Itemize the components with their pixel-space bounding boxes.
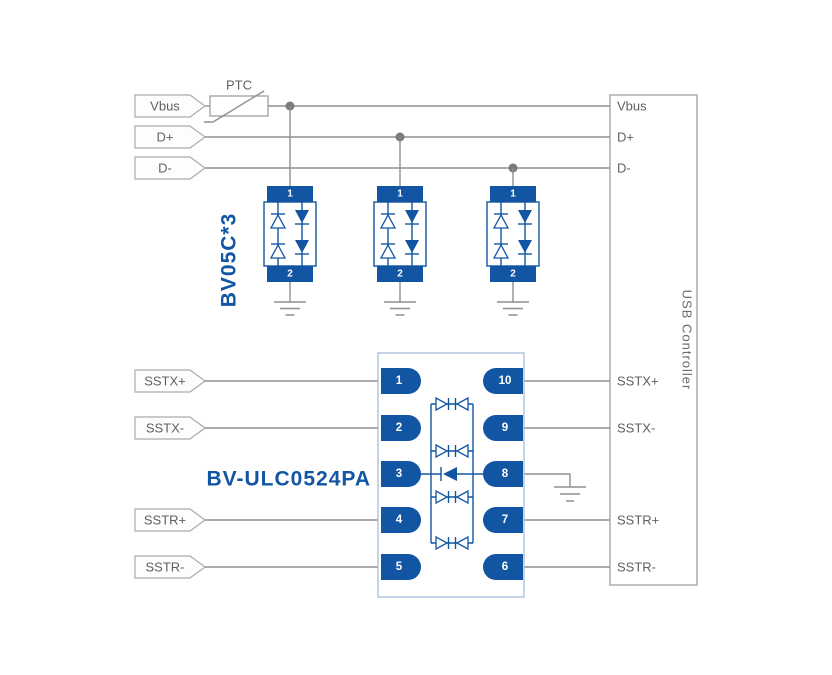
tvs-device-1: 1 2 — [263, 106, 317, 316]
usb-controller: Vbus D+ D- SSTX+ SSTX- SSTR+ SSTR- USB C… — [609, 94, 698, 586]
usb-port-dminus: D- — [617, 161, 631, 176]
diode-icon — [455, 535, 469, 551]
tag-vbus — [134, 94, 207, 118]
diode-icon — [379, 243, 397, 259]
tvs-device-3: 1 2 — [486, 168, 540, 316]
signal-wires — [205, 101, 610, 173]
tvs-pin-top — [490, 186, 536, 202]
tvs-pin-top-label: 1 — [287, 189, 293, 200]
diode-icon — [405, 240, 419, 253]
usb-controller-title: USB Controller — [680, 290, 695, 391]
diode-icon — [379, 213, 397, 229]
tvs-pin-top-label: 1 — [397, 189, 403, 200]
ground-icon — [384, 301, 416, 316]
tag-sstr-plus-label: SSTR+ — [144, 513, 186, 528]
tvs-pin-top-label: 1 — [510, 189, 516, 200]
chip-pin-3 — [381, 461, 421, 487]
ground-icon — [554, 486, 586, 502]
diode-icon — [435, 535, 449, 551]
usb-port-sstx-plus: SSTX+ — [617, 374, 659, 389]
usb-port-dplus: D+ — [617, 130, 634, 145]
tag-dplus — [134, 125, 207, 149]
tag-sstx-minus-label: SSTX- — [146, 421, 184, 436]
diode-icon — [435, 443, 449, 459]
usb-port-sstx-minus: SSTX- — [617, 421, 655, 436]
tvs-pin-top — [267, 186, 313, 202]
chip-pin-2-label: 2 — [396, 422, 402, 434]
chip-wires — [205, 380, 610, 568]
tag-sstx-plus — [134, 369, 207, 393]
diode-icon — [455, 443, 469, 459]
chip-pin-8 — [483, 461, 523, 487]
chip-pin-8-label: 8 — [502, 468, 509, 480]
chip-pin-4 — [381, 507, 421, 533]
usb-controller-box — [609, 94, 698, 586]
diode-icon — [455, 396, 469, 412]
chip-pin-9 — [483, 415, 523, 441]
tvs-pin-bottom — [267, 266, 313, 282]
ground-icon — [497, 301, 529, 316]
input-tags-bottom: SSTX+ SSTX- SSTR+ SSTR- — [134, 369, 207, 579]
usb-port-sstr-minus: SSTR- — [617, 560, 656, 575]
tag-sstx-plus-label: SSTX+ — [144, 374, 186, 389]
chip-pin-2 — [381, 415, 421, 441]
chip-pin-1 — [381, 368, 421, 394]
chip-pin-5-label: 5 — [396, 561, 403, 573]
usb-port-sstr-plus: SSTR+ — [617, 513, 659, 528]
usb-port-vbus: Vbus — [617, 99, 647, 114]
tag-sstr-minus — [134, 555, 207, 579]
tvs-array-title: BV05C*3 — [218, 213, 241, 308]
tag-vbus-label: Vbus — [150, 99, 180, 114]
chip-pin-10 — [483, 368, 523, 394]
pin8-ground-wire — [523, 473, 571, 487]
diode-icon — [435, 489, 449, 505]
tag-dplus-label: D+ — [157, 130, 174, 145]
diode-icon — [269, 213, 287, 229]
chip-pin-7 — [483, 507, 523, 533]
chip-pin-10-label: 10 — [499, 375, 512, 387]
tag-sstr-minus-label: SSTR- — [146, 560, 185, 575]
chip-pin-7-label: 7 — [502, 514, 508, 526]
chip-title: BV-ULC0524PA — [207, 468, 372, 491]
chip-pin-6-label: 6 — [502, 561, 508, 573]
diode-icon — [492, 243, 510, 259]
diode-icon — [443, 467, 457, 481]
diode-icon — [518, 240, 532, 253]
tag-dminus-label: D- — [158, 161, 172, 176]
diode-icon — [405, 210, 419, 223]
tag-sstx-minus — [134, 416, 207, 440]
ptc-diagonal — [204, 90, 265, 123]
diode-icon — [492, 213, 510, 229]
tvs-pin-bottom — [490, 266, 536, 282]
input-tags-top: Vbus D+ D- — [134, 94, 207, 180]
tag-dminus — [134, 156, 207, 180]
tvs-pin-bottom-label: 2 — [510, 269, 516, 280]
chip-pin-3-label: 3 — [396, 468, 402, 480]
tvs-pin-bottom — [377, 266, 423, 282]
ptc-component: PTC — [204, 78, 269, 123]
tvs-pin-top — [377, 186, 423, 202]
chip-internal-network — [421, 396, 483, 551]
chip-pin-9-label: 9 — [502, 422, 508, 434]
ground-icon — [274, 301, 306, 316]
diode-icon — [295, 240, 309, 253]
ptc-label: PTC — [226, 78, 252, 93]
tvs-device-2: 1 2 — [373, 137, 427, 316]
chip-pin-6 — [483, 554, 523, 580]
diode-icon — [435, 396, 449, 412]
tag-sstr-plus — [134, 508, 207, 532]
tvs-pin-bottom-label: 2 — [397, 269, 403, 280]
diode-icon — [269, 243, 287, 259]
protection-chip: 1 2 3 4 5 10 9 8 7 6 — [377, 352, 525, 598]
chip-pin-1-label: 1 — [396, 375, 403, 387]
diode-icon — [455, 489, 469, 505]
diode-icon — [295, 210, 309, 223]
chip-pin-4-label: 4 — [396, 514, 403, 526]
diode-icon — [518, 210, 532, 223]
chip-pin-5 — [381, 554, 421, 580]
tvs-pin-bottom-label: 2 — [287, 269, 293, 280]
